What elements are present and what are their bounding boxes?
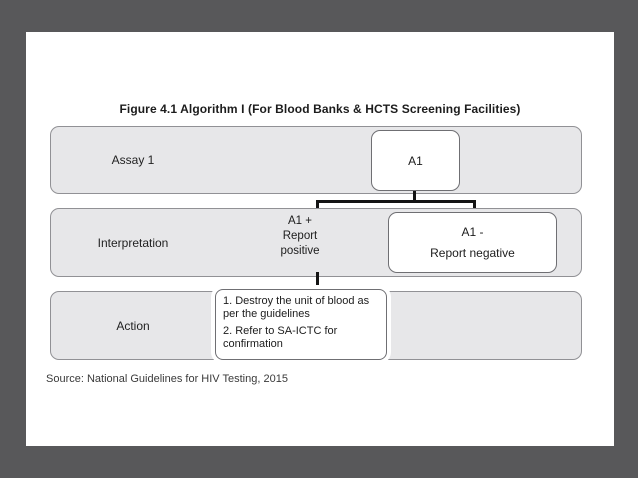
assay-a1-box: A1 xyxy=(371,130,460,191)
connector-branch-right xyxy=(473,200,476,211)
action-row-label: Action xyxy=(116,318,150,333)
source-note: Source: National Guidelines for HIV Test… xyxy=(46,373,288,385)
negative-result-box: A1 - Report negative xyxy=(388,212,557,273)
interpretation-row-label: Interpretation xyxy=(97,235,169,250)
action-item-1: 1. Destroy the unit of blood as per the … xyxy=(223,295,370,320)
assay-a1-box-label: A1 xyxy=(408,153,423,168)
connector-branch-left xyxy=(316,200,319,211)
negative-result-line1: A1 - xyxy=(461,224,484,239)
connector-a1-stub xyxy=(413,191,416,201)
connector-branch-bar xyxy=(316,200,476,203)
figure-title: Figure 4.1 Algorithm I (For Blood Banks … xyxy=(119,102,521,116)
action-box: 1. Destroy the unit of blood as per the … xyxy=(215,289,387,360)
assay-row: Assay 1 xyxy=(50,126,582,194)
positive-result-line2: Report xyxy=(282,230,318,242)
assay-row-label: Assay 1 xyxy=(111,153,155,167)
slide: Figure 4.1 Algorithm I (For Blood Banks … xyxy=(26,32,614,446)
positive-result-line1: A1 + xyxy=(288,215,312,227)
action-item-2: 2. Refer to SA-ICTC for confirmation xyxy=(223,325,338,350)
positive-result-text: A1 + Report positive xyxy=(240,214,360,259)
connector-positive-to-action xyxy=(316,272,319,290)
negative-result-line2: Report negative xyxy=(430,245,515,260)
positive-result-line3: positive xyxy=(280,245,320,257)
